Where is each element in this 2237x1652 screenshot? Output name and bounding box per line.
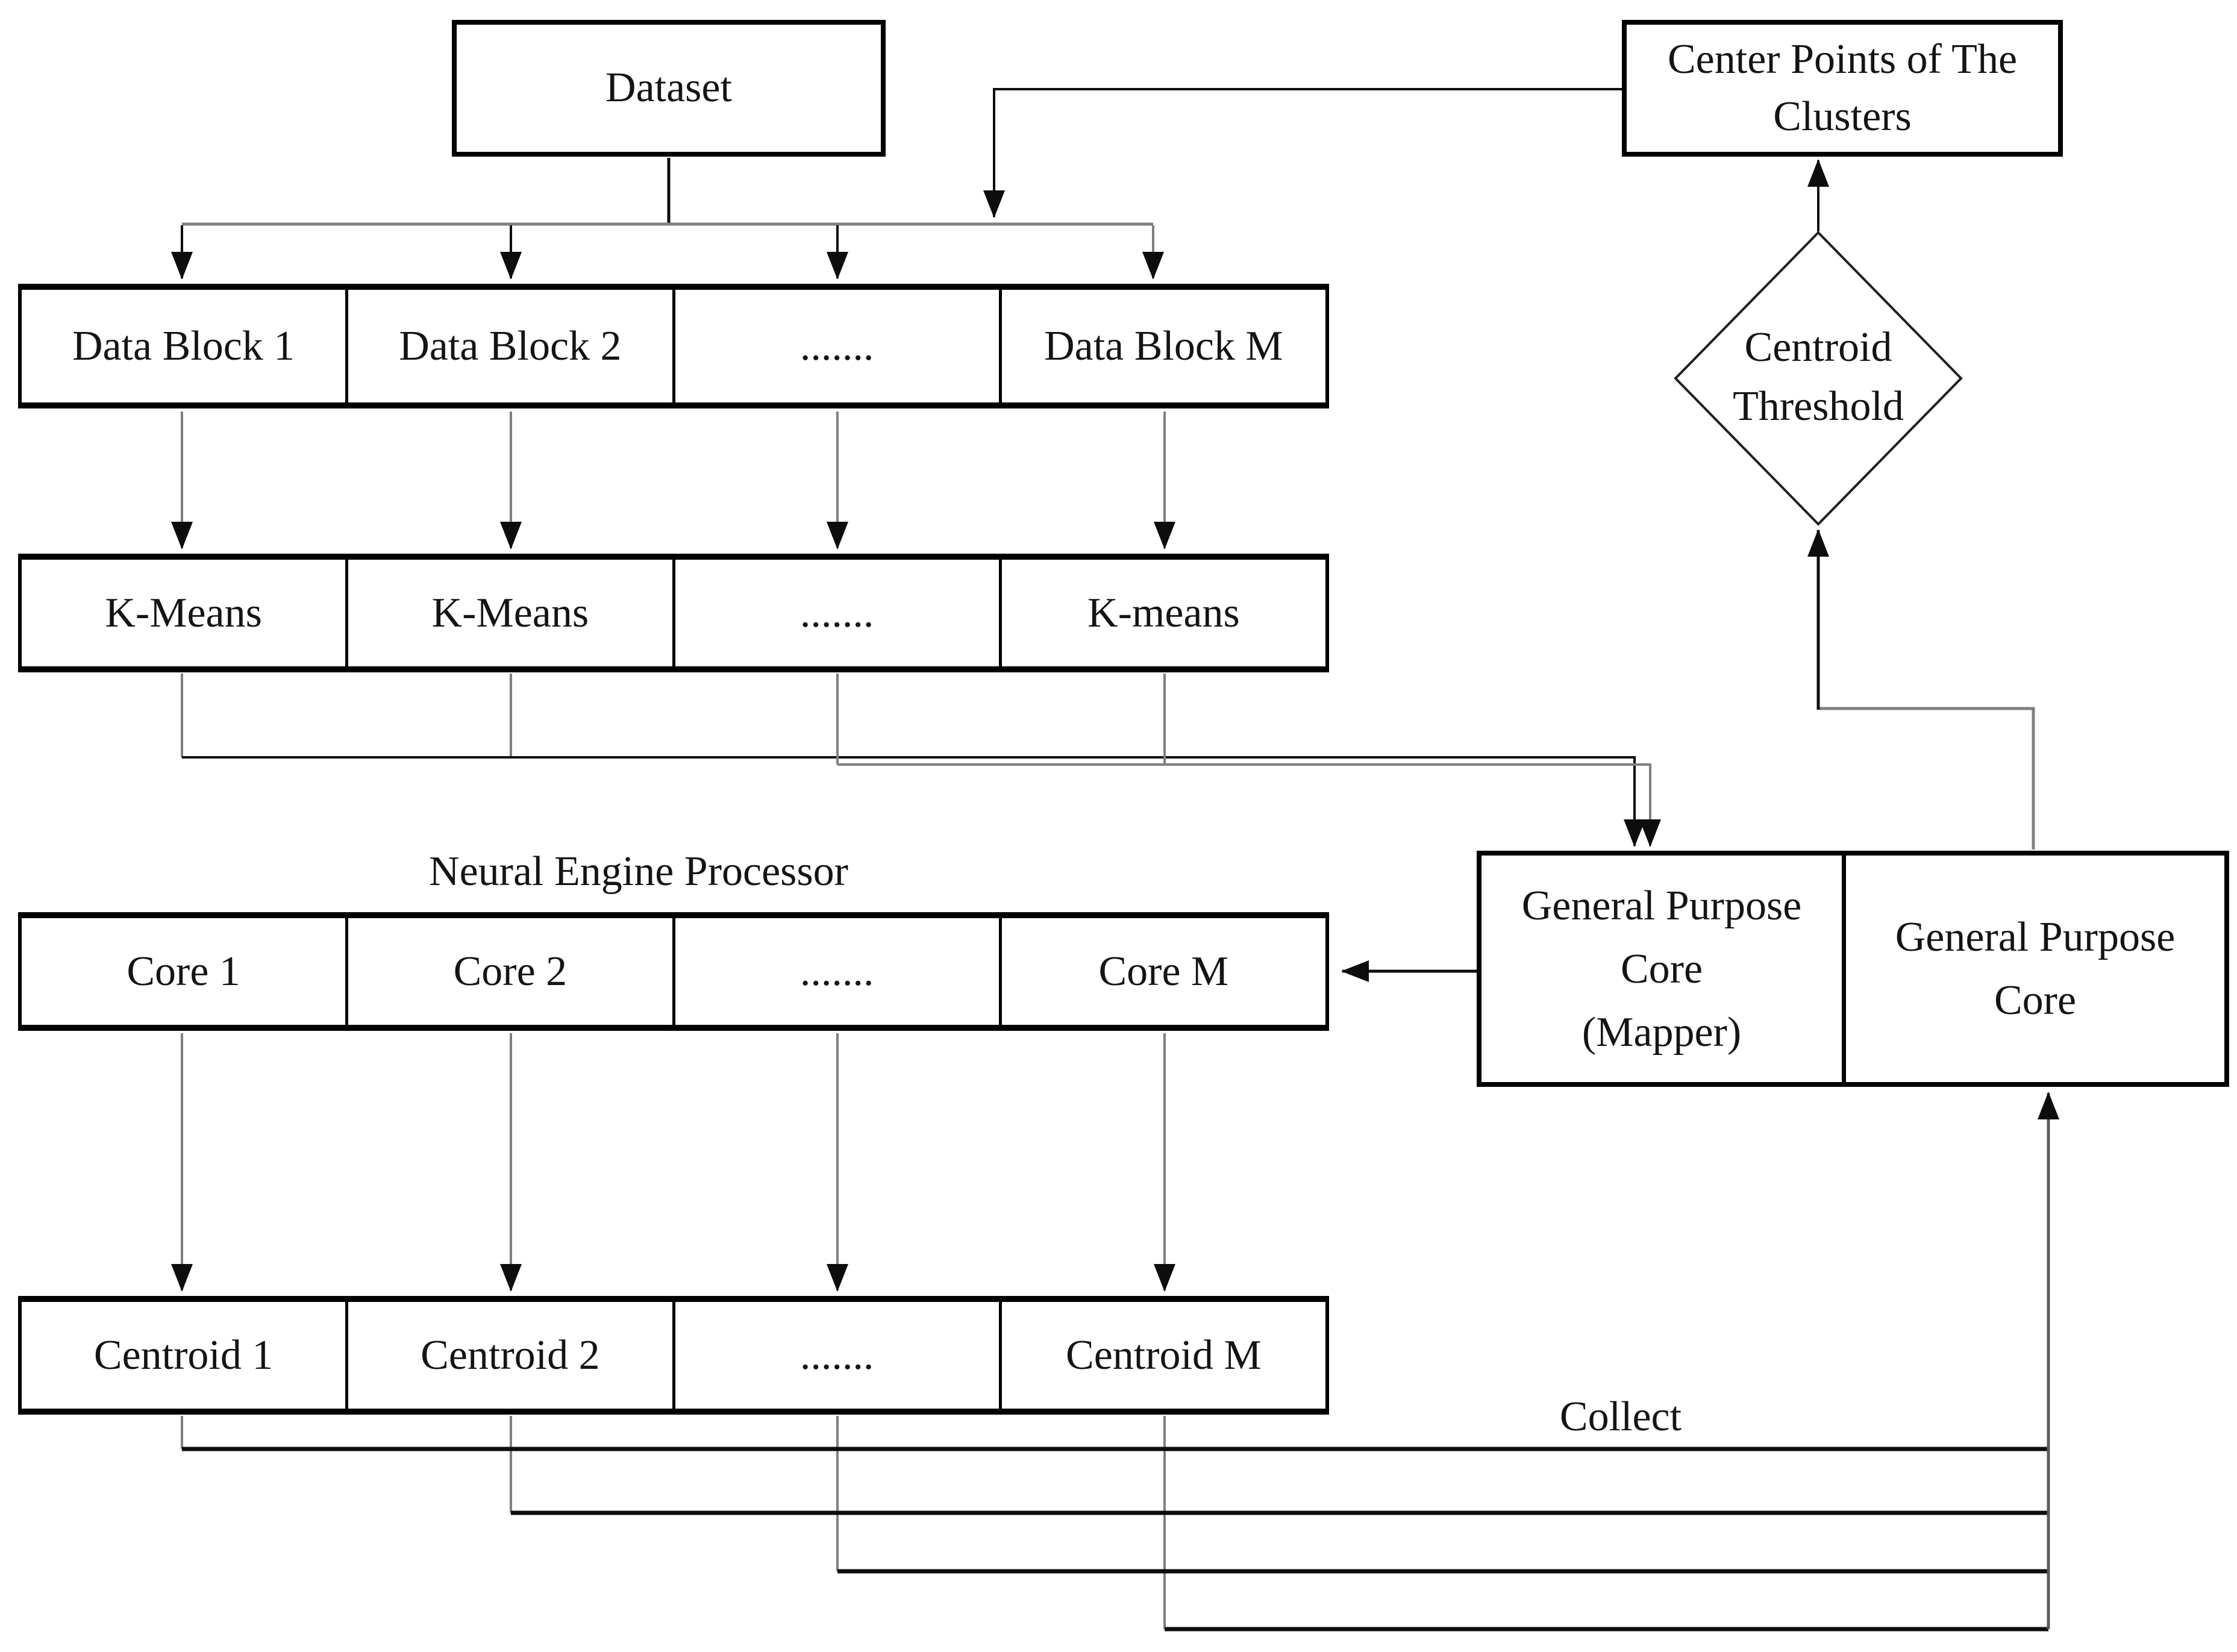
edge-kmeans-busA-to-mapper bbox=[182, 756, 1645, 847]
data-block-m-cell: Data Block M bbox=[998, 290, 1325, 402]
edge-centerpoints-feedback bbox=[983, 88, 1622, 218]
centroid-threshold-diamond-shape bbox=[1674, 231, 1963, 526]
core-m-cell: Core M bbox=[998, 918, 1325, 1025]
core-row: Core 1 Core 2 ....... Core M bbox=[18, 912, 1329, 1031]
edge-kmeans-busB-to-mapper bbox=[837, 763, 1661, 847]
centroid-m-cell: Centroid M bbox=[998, 1302, 1325, 1409]
core-1-cell: Core 1 bbox=[127, 948, 240, 995]
edge-gpc-to-elbow bbox=[1819, 707, 2035, 849]
neural-engine-processor-label: Neural Engine Processor bbox=[429, 848, 848, 895]
dataset-label: Dataset bbox=[605, 64, 732, 111]
kmeans-m-cell: K-means bbox=[998, 560, 1325, 666]
core-ellipsis-cell: ....... bbox=[672, 918, 999, 1025]
centroid-threshold-label: Centroid Threshold bbox=[1733, 324, 1904, 430]
centroid-row: Centroid 1 Centroid 2 ....... Centroid M bbox=[18, 1296, 1329, 1415]
kmeans-ellipsis-cell: ....... bbox=[672, 560, 999, 666]
data-block-1-cell: Data Block 1 bbox=[72, 322, 295, 369]
centroid-ellipsis-cell: ....... bbox=[672, 1302, 999, 1409]
center-points-label: Center Points of The Clusters bbox=[1667, 36, 2018, 140]
kmeans-2-cell: K-Means bbox=[345, 560, 672, 666]
center-points-node: Center Points of The Clusters bbox=[1622, 20, 2063, 157]
collect-label: Collect bbox=[1559, 1394, 1682, 1440]
dataset-node: Dataset bbox=[452, 20, 886, 157]
centroid-1-cell: Centroid 1 bbox=[93, 1331, 274, 1378]
data-block-row: Data Block 1 Data Block 2 ....... Data B… bbox=[18, 284, 1329, 408]
data-block-2-cell: Data Block 2 bbox=[345, 290, 672, 402]
general-purpose-core-mapper-cell: General Purpose Core (Mapper) bbox=[1521, 882, 1802, 1056]
centroid-2-cell: Centroid 2 bbox=[345, 1302, 672, 1409]
general-purpose-core-cell: General Purpose Core bbox=[1842, 856, 2224, 1082]
core-2-cell: Core 2 bbox=[345, 918, 672, 1025]
kmeans-row: K-Means K-Means ....... K-means bbox=[18, 554, 1329, 672]
general-purpose-core-group: General Purpose Core (Mapper) General Pu… bbox=[1477, 851, 2229, 1087]
kmeans-1-cell: K-Means bbox=[105, 589, 262, 636]
data-block-ellipsis-cell: ....... bbox=[672, 290, 999, 402]
